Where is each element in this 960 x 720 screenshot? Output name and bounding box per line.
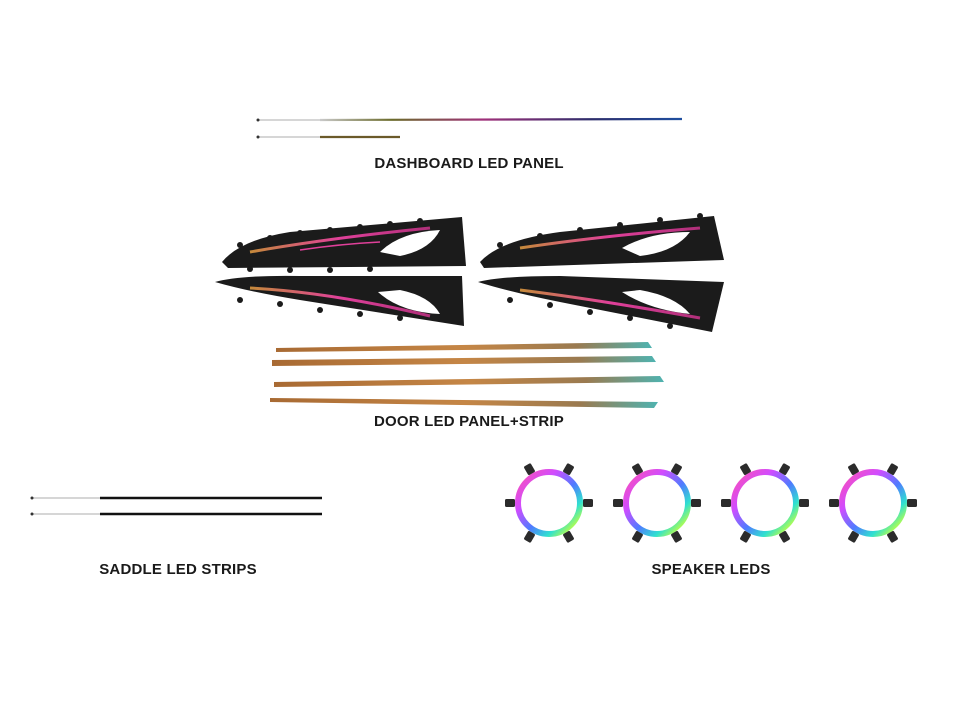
speaker-led-ring-icon (829, 463, 917, 543)
dashboard-led-panel-label: DASHBOARD LED PANEL (374, 155, 564, 172)
door-led-strip-icon (270, 342, 664, 408)
speaker-led-rings (505, 463, 917, 543)
door-led-panel-icon (215, 213, 724, 332)
speaker-led-ring-icon (613, 463, 701, 543)
saddle-led-strip-icon (30, 496, 322, 516)
speaker-led-ring-icon (721, 463, 809, 543)
speaker-led-ring-icon (505, 463, 593, 543)
door-led-panel-strip-label: DOOR LED PANEL+STRIP (374, 413, 564, 430)
dashboard-led-strip-icon (256, 117, 683, 139)
speaker-leds-label: SPEAKER LEDS (651, 561, 771, 578)
saddle-led-strips-label: SADDLE LED STRIPS (99, 561, 257, 578)
